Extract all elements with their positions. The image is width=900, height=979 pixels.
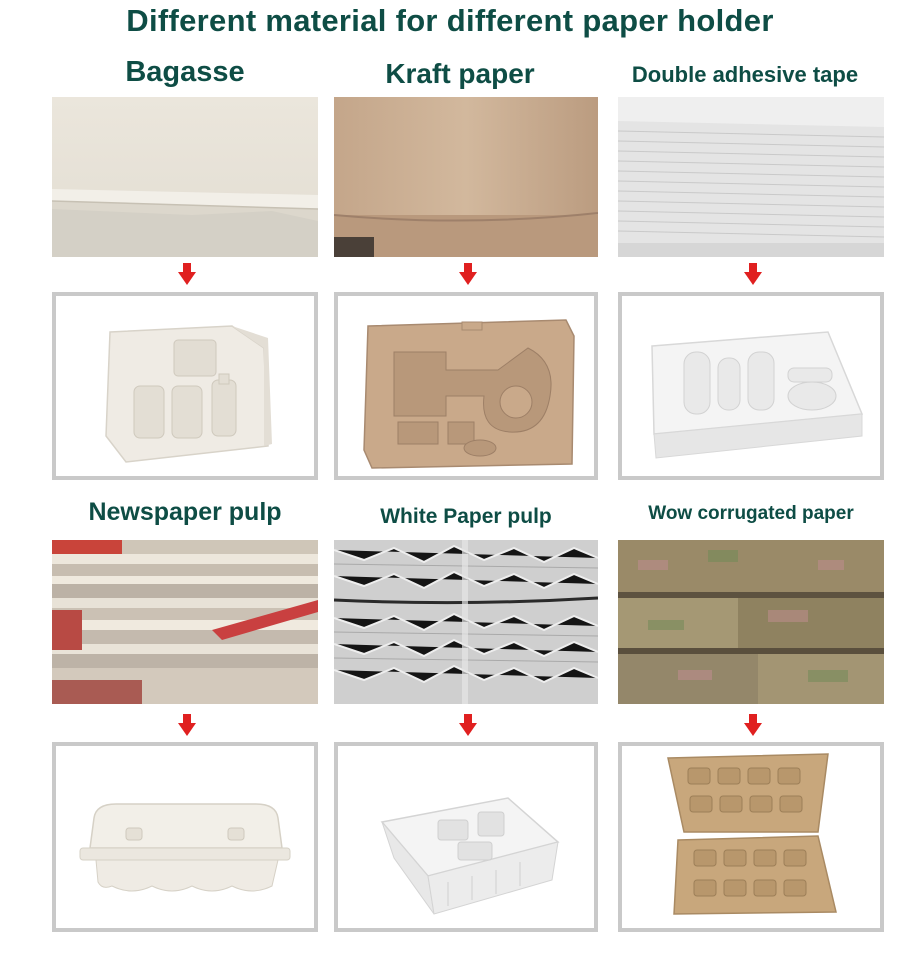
material-photo-double-adhesive-tape bbox=[618, 97, 884, 257]
arrow-down-icon bbox=[744, 714, 762, 736]
product-frame-white-tray bbox=[618, 292, 884, 480]
product-frame-egg-carton bbox=[52, 742, 318, 932]
product-frame-bagasse-tray bbox=[52, 292, 318, 480]
arrow-down-icon bbox=[459, 714, 477, 736]
material-label-kraft-paper: Kraft paper bbox=[385, 58, 535, 89]
arrow-down-icon bbox=[178, 714, 196, 736]
arrow-down-icon bbox=[178, 263, 196, 285]
material-label-white-paper-pulp: White Paper pulp bbox=[380, 505, 552, 528]
material-photo-white-paper-pulp bbox=[334, 540, 598, 704]
arrow-down-icon bbox=[744, 263, 762, 285]
page-title: Different material for different paper h… bbox=[126, 3, 774, 38]
arrow-down-icon bbox=[459, 263, 477, 285]
material-label-double-adhesive-tape: Double adhesive tape bbox=[631, 62, 859, 87]
material-label-bagasse: Bagasse bbox=[125, 56, 245, 88]
material-label-wow-corrugated-paper: Wow corrugated paper bbox=[648, 503, 854, 524]
material-photo-wow-corrugated-paper bbox=[618, 540, 884, 704]
material-label-newspaper-pulp: Newspaper pulp bbox=[88, 498, 282, 526]
material-photo-newspaper-pulp bbox=[52, 540, 318, 704]
product-frame-corrugated-trays bbox=[618, 742, 884, 932]
product-frame-kraft-tray bbox=[334, 292, 598, 480]
material-photo-bagasse bbox=[52, 97, 318, 257]
material-photo-kraft-paper bbox=[334, 97, 598, 257]
product-frame-white-pulp-tray bbox=[334, 742, 598, 932]
